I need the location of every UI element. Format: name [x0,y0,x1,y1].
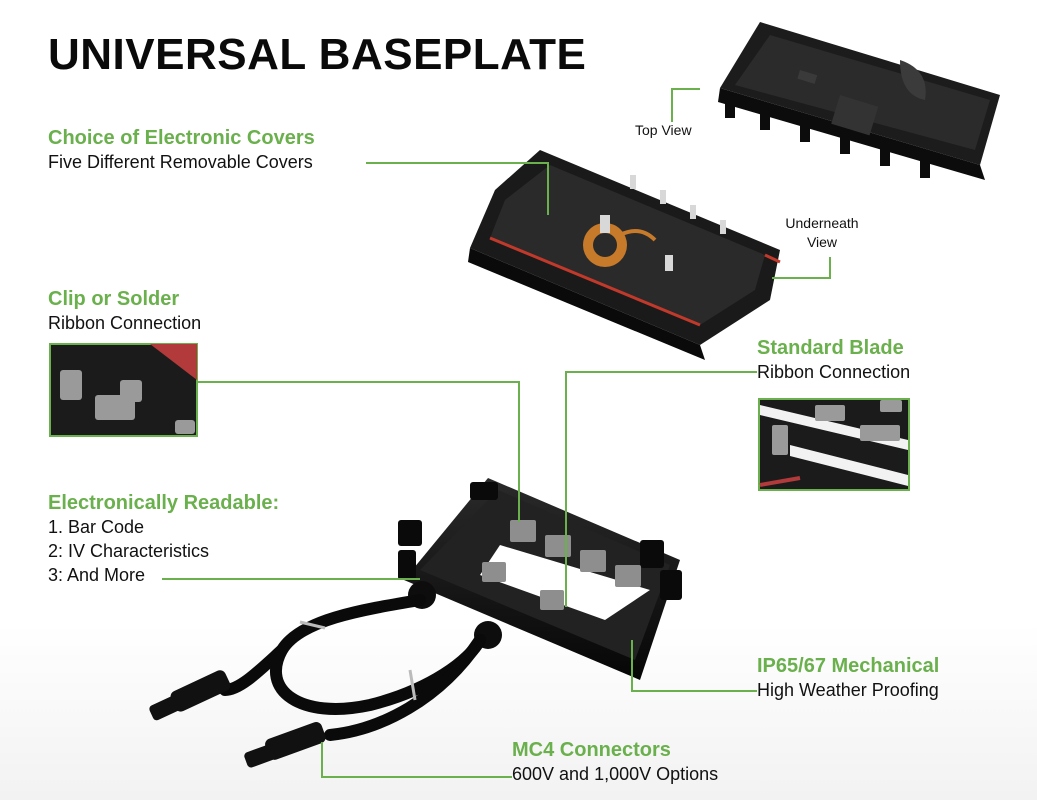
feature-clip-heading: Clip or Solder [48,288,180,310]
feature-ip-heading: IP65/67 Mechanical [757,655,940,677]
callout-ip [631,640,757,692]
feature-readable-line-2: 2: IV Characteristics [48,541,210,561]
underneath-cover-image [468,150,781,360]
feature-blade: Standard Blade Ribbon Connection [757,336,910,384]
feature-ip: IP65/67 Mechanical High Weather Proofing [757,654,939,702]
callout-top-view [671,88,700,122]
feature-blade-sub: Ribbon Connection [757,362,911,382]
top-cover-image [718,22,1000,180]
feature-blade-heading: Standard Blade [757,337,904,359]
callout-lines [162,88,831,778]
callout-covers [366,162,549,215]
feature-covers: Choice of Electronic Covers Five Differe… [48,126,315,174]
callout-blade [565,371,757,607]
feature-readable-line-1: 1. Bar Code [48,517,145,537]
underneath-view-label-line-2: View [806,234,838,250]
feature-ip-sub: High Weather Proofing [757,680,939,700]
junction-box-image [398,478,682,680]
feature-covers-sub: Five Different Removable Covers [48,152,313,172]
mc4-cables-image [219,594,486,741]
underneath-view-label: Underneath View [772,214,872,252]
feature-mc4: MC4 Connectors 600V and 1,000V Options [512,738,718,786]
feature-mc4-heading: MC4 Connectors [512,739,671,761]
mc4-connector-images [149,670,326,768]
underneath-view-label-line-1: Underneath [785,215,859,231]
feature-readable-line-3: 3: And More [48,565,146,585]
callout-clip [197,381,520,522]
callout-underneath [772,257,831,279]
feature-readable: Electronically Readable: 1. Bar Code 2: … [48,491,279,587]
page-title: UNIVERSAL BASEPLATE [48,30,587,79]
feature-readable-heading: Electronically Readable: [48,492,280,514]
blade-inset-image [758,398,910,491]
feature-covers-heading: Choice of Electronic Covers [48,127,315,149]
top-view-label: Top View [635,122,692,138]
clip-inset-image [49,343,198,437]
callout-mc4 [321,742,512,778]
feature-clip-sub: Ribbon Connection [48,313,202,333]
feature-mc4-sub: 600V and 1,000V Options [512,764,719,784]
feature-clip: Clip or Solder Ribbon Connection [48,287,201,335]
